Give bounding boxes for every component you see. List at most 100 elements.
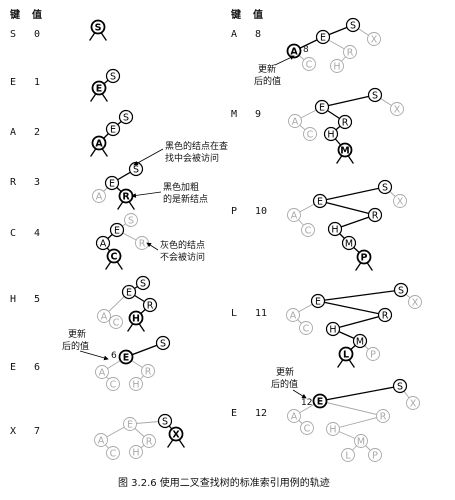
null-link: [347, 155, 354, 164]
tree-node-P: [368, 448, 382, 462]
tree-node-key: R: [347, 47, 354, 58]
tree-node-key: S: [162, 416, 168, 427]
tree-node-A: [94, 433, 108, 447]
tree-node-S: [90, 19, 106, 35]
row-value: 5: [34, 294, 40, 305]
bst-step-2: SEA: [90, 109, 134, 157]
tree-node-key: S: [128, 215, 134, 226]
null-link: [100, 32, 107, 41]
row-key: S: [10, 29, 16, 40]
annotation-arrow: [274, 55, 295, 66]
tree-node-key: H: [327, 129, 334, 140]
tree-node-C: [106, 446, 120, 460]
annotation-text: 灰色的结点: [160, 239, 205, 251]
tree-node-E: [123, 417, 137, 431]
tree-node-A: [97, 309, 111, 323]
tree-node-S: [155, 335, 171, 351]
tree-node-key: A: [290, 46, 298, 57]
tree-node-key: H: [132, 379, 139, 390]
tree-node-R: [337, 114, 353, 130]
tree-node-key: M: [356, 336, 364, 347]
annotation-text: 后的值: [271, 378, 298, 390]
tree-node-H: [323, 126, 339, 142]
tree-node-A: [288, 114, 302, 128]
annotation-arrow: [146, 242, 159, 251]
null-link: [337, 359, 344, 368]
tree-link: [321, 94, 376, 108]
row-key: H: [10, 294, 16, 305]
annotation-black-visited: 黑色的结点在查 找中会被访问: [133, 140, 228, 166]
tree-node-C: [106, 248, 122, 264]
tree-node-key: A: [290, 310, 297, 321]
tree-node-key: E: [109, 178, 115, 189]
tree-node-C: [300, 421, 314, 435]
null-link: [178, 439, 185, 448]
tree-node-E: [105, 121, 121, 137]
tree-node-E: [91, 80, 107, 96]
tree-node-key: S: [123, 112, 129, 123]
tree-node-key: S: [372, 90, 378, 101]
tree-node-key: P: [361, 252, 368, 263]
tree-link: [319, 200, 376, 216]
tree-node-L: [341, 448, 355, 462]
row-labels: S 0 E 1 A 2 R 3 C 4 H 5 E 6 X 7 A 8 M 9 …: [10, 29, 267, 437]
tree-node-key: S: [350, 20, 356, 31]
tree-node-key: S: [397, 381, 403, 392]
header-key-left: 键: [9, 8, 21, 21]
tree-node-S: [367, 87, 383, 103]
tree-node-C: [303, 127, 317, 141]
tree-node-L: [338, 346, 354, 362]
tree-node-A: [92, 189, 106, 203]
tree-link: [317, 289, 402, 302]
row-value: 4: [34, 228, 40, 239]
tree-node-E: [109, 222, 125, 238]
tree-node-key: C: [305, 225, 312, 236]
row-value: 11: [255, 308, 267, 319]
tree-node-H: [129, 445, 143, 459]
tree-node-key: A: [291, 411, 298, 422]
row-value: 8: [255, 29, 261, 40]
tree-link: [332, 314, 386, 330]
annotation-arrow: [79, 350, 109, 361]
null-link: [116, 261, 123, 270]
bst-step-1: SE: [90, 68, 121, 102]
annotation-text: 后的值: [62, 340, 89, 352]
tree-node-key: A: [95, 138, 103, 149]
row-value: 9: [255, 109, 261, 120]
tree-node-key: C: [110, 379, 117, 390]
tree-node-key: R: [372, 210, 379, 221]
annotation-updated-6: 更新 后的值: [62, 328, 109, 361]
tree-node-S: [392, 378, 408, 394]
null-link: [128, 201, 135, 210]
tree-link: [319, 385, 401, 402]
tree-node-key: M: [340, 145, 349, 156]
tree-link: [319, 186, 386, 202]
row-value: 6: [34, 362, 40, 373]
row-value: 2: [34, 127, 40, 138]
tree-node-A: [287, 409, 301, 423]
tree-node-key: C: [113, 317, 120, 328]
tree-node-R: [376, 409, 390, 423]
tree-node-A: [287, 208, 301, 222]
null-link: [336, 155, 343, 164]
annotation-text: 更新: [258, 63, 276, 75]
null-link: [89, 32, 96, 41]
header-value-right: 值: [253, 8, 263, 21]
tree-node-A: [91, 135, 107, 151]
tree-node-H: [330, 59, 344, 73]
tree-node-H: [129, 377, 143, 391]
tree-node-X: [393, 194, 407, 208]
tree-node-key: E: [110, 124, 116, 135]
tree-node-P: [356, 249, 372, 265]
tree-node-C: [109, 315, 123, 329]
tree-node-key: C: [304, 423, 311, 434]
tree-node-key: E: [317, 396, 324, 407]
annotation-text: 的是新结点: [163, 193, 208, 205]
tree-node-E: [312, 193, 328, 209]
tree-node-key: H: [132, 313, 140, 324]
null-link: [105, 261, 112, 270]
